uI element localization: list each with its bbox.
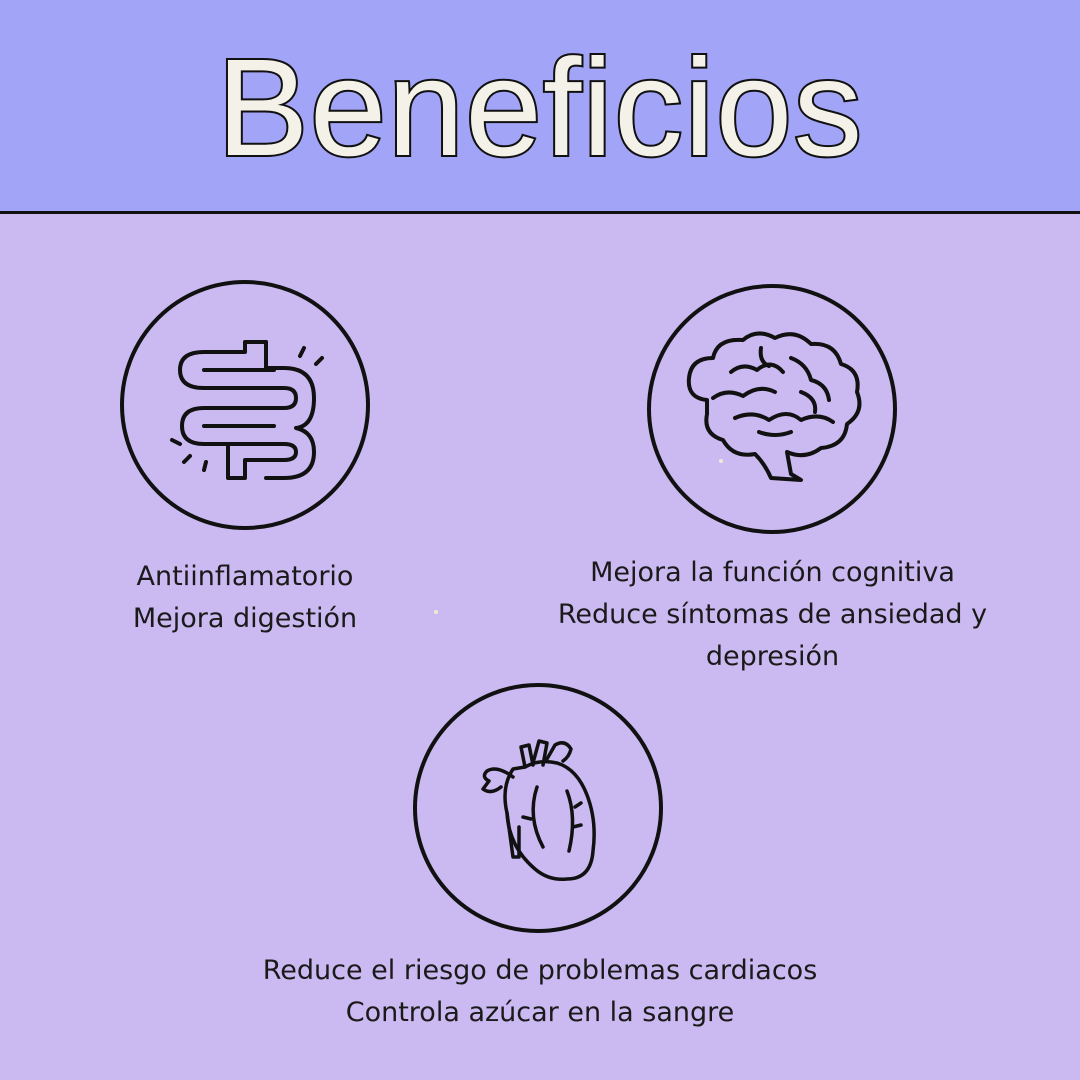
- page-title: Beneficios: [215, 29, 865, 187]
- decorative-dot: [434, 610, 438, 614]
- heart-icon-circle: [413, 683, 663, 933]
- benefit-line: depresión: [705, 641, 840, 672]
- benefit-caption-cognitive: Mejora la función cognitiva Reduce sínto…: [520, 552, 1025, 678]
- benefit-line: Antiinflamatorio: [136, 561, 354, 592]
- header-banner: Beneficios: [0, 0, 1080, 214]
- benefit-line: Mejora digestión: [132, 603, 358, 634]
- decorative-dot: [719, 459, 723, 463]
- brain-icon: [686, 331, 862, 482]
- intestine-icon: [170, 340, 324, 480]
- benefit-caption-cardiac: Reduce el riesgo de problemas cardiacos …: [190, 950, 890, 1034]
- benefit-line: Reduce síntomas de ansiedad y: [557, 599, 988, 630]
- benefit-line: Controla azúcar en la sangre: [345, 997, 735, 1028]
- intestine-icon-circle: [120, 280, 370, 530]
- benefit-line: Mejora la función cognitiva: [590, 557, 955, 588]
- benefit-caption-digestion: Antiinflamatorio Mejora digestión: [90, 556, 400, 640]
- benefit-line: Reduce el riesgo de problemas cardiacos: [262, 955, 818, 986]
- brain-icon-circle: [647, 284, 897, 534]
- heart-icon: [481, 739, 596, 882]
